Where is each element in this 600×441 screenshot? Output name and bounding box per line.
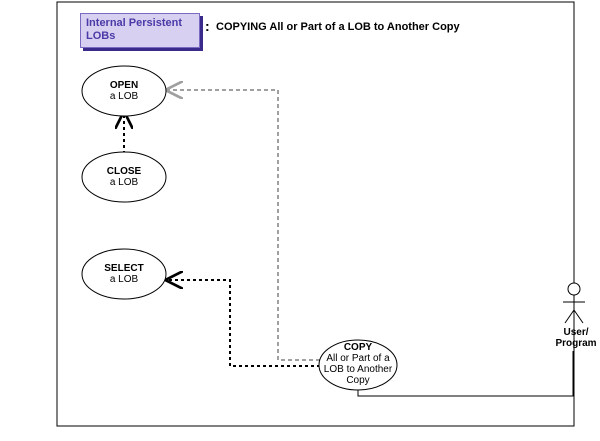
category-label: Internal Persistent LOBs (86, 17, 182, 42)
use-case-open (81, 65, 167, 117)
close-subtitle: a LOB (109, 177, 139, 188)
copy-subtitle: All or Part of a LOB to Another Copy (323, 353, 393, 386)
select-title: SELECT (104, 263, 144, 274)
select-label: SELECT a LOB (84, 263, 164, 285)
select-subtitle: a LOB (109, 274, 139, 285)
copy-title: COPY (343, 342, 373, 353)
use-case-select (81, 248, 167, 300)
title-separator: : (205, 18, 210, 34)
copy-label: COPY All or Part of a LOB to Another Cop… (320, 342, 396, 386)
copy-to-open-connector (167, 90, 320, 361)
use-case-copy (318, 339, 398, 391)
close-label: CLOSE a LOB (84, 166, 164, 188)
diagram-title: COPYING All or Part of a LOB to Another … (216, 21, 460, 33)
open-subtitle: a LOB (109, 91, 139, 102)
diagram-frame (56, 1, 575, 427)
close-title: CLOSE (106, 166, 142, 177)
copy-to-select-connector (167, 280, 320, 367)
actor-name: User/ Program (555, 327, 597, 349)
open-label: OPEN a LOB (84, 80, 164, 102)
stick-figure-icon (563, 282, 585, 324)
category-box: Internal Persistent LOBs (80, 13, 200, 48)
open-title: OPEN (109, 80, 139, 91)
actor-association-line (357, 351, 574, 397)
use-case-close (81, 151, 167, 203)
